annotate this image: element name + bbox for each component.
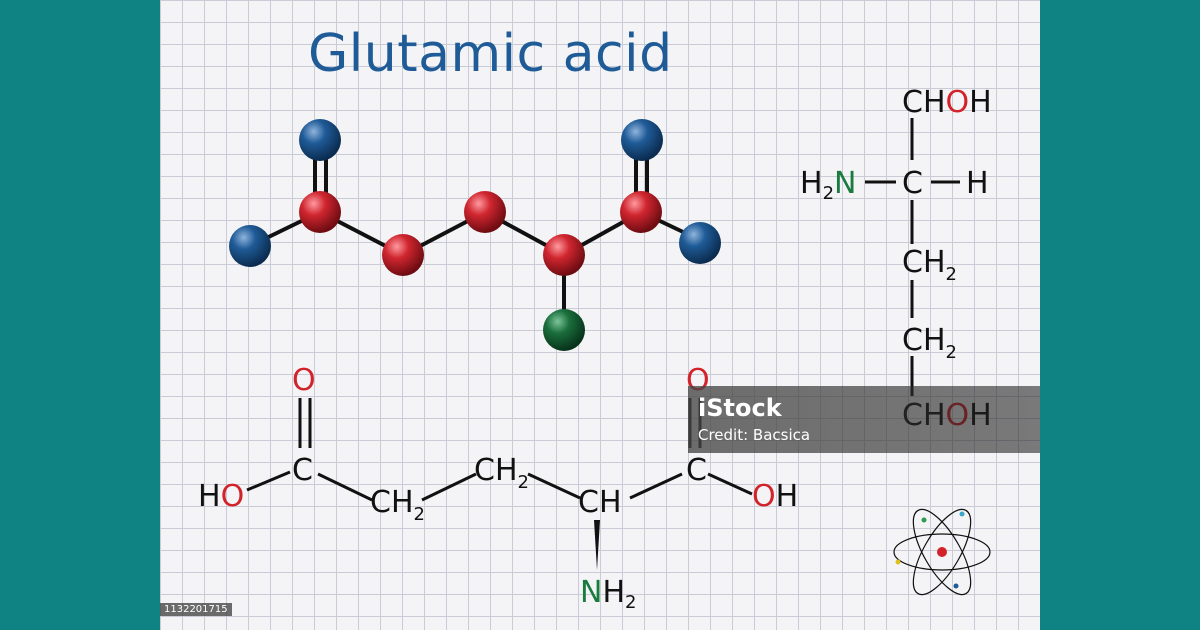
fischer-amine-group: H2N (800, 166, 856, 204)
amine-group: NH2 (580, 575, 636, 613)
ball-and-stick-model (249, 140, 701, 330)
watermark-overlay (688, 386, 1040, 453)
watermark-credit: Credit: Bacsica (698, 426, 811, 444)
alpha-carbon: CH (578, 485, 622, 520)
wedge-bond (594, 520, 600, 570)
methylene-group-a: CH2 (370, 485, 425, 525)
grid-paper-sheet: Glutamic acid (160, 0, 1040, 630)
fischer-chiral-carbon: C (902, 166, 923, 201)
carbon-atom-sphere (299, 191, 341, 233)
oxygen-atom-sphere (229, 225, 271, 267)
left-carboxyl-carbon: C (292, 453, 313, 488)
nitrogen-atom-sphere (543, 309, 585, 351)
page-title: Glutamic acid (308, 24, 673, 84)
oxygen-atom-sphere (299, 119, 341, 161)
left-carbonyl-oxygen: O (292, 363, 316, 398)
stock-id-label: 1132201715 (160, 603, 232, 616)
left-hydroxyl: HO (198, 479, 244, 514)
fischer-top-group: CHOH (902, 85, 992, 120)
atom-icon (893, 508, 991, 596)
fischer-ch2-lower: CH2 (902, 323, 957, 363)
fischer-hydrogen: H (966, 166, 989, 201)
oxygen-atom-sphere (679, 222, 721, 264)
fischer-ch2-upper: CH2 (902, 245, 957, 285)
right-carboxyl-carbon: C (686, 453, 707, 488)
carbon-atom-sphere (620, 191, 662, 233)
methylene-group-b: CH2 (474, 453, 529, 493)
right-hydroxyl: OH (752, 479, 798, 514)
structure-drawing: CHOH H2N C H CH2 CH2 CHOH (198, 85, 992, 613)
oxygen-atom-sphere (621, 119, 663, 161)
fischer-bonds (865, 118, 960, 396)
carbon-atom-sphere (543, 234, 585, 276)
carbon-atom-sphere (464, 191, 506, 233)
carbon-atom-sphere (382, 234, 424, 276)
watermark-logo: iStock (698, 394, 782, 422)
